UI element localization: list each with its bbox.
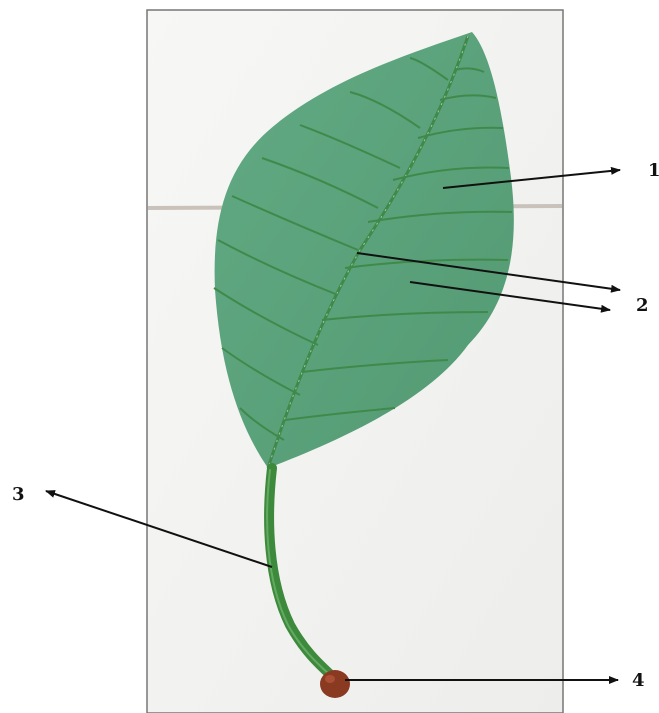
label-1: 1 [648,160,659,181]
label-4: 4 [632,670,645,691]
stalk-bead [320,670,350,698]
stalk-bead-shine [325,675,335,683]
label-3: 3 [12,484,25,505]
label-2: 2 [636,295,649,316]
